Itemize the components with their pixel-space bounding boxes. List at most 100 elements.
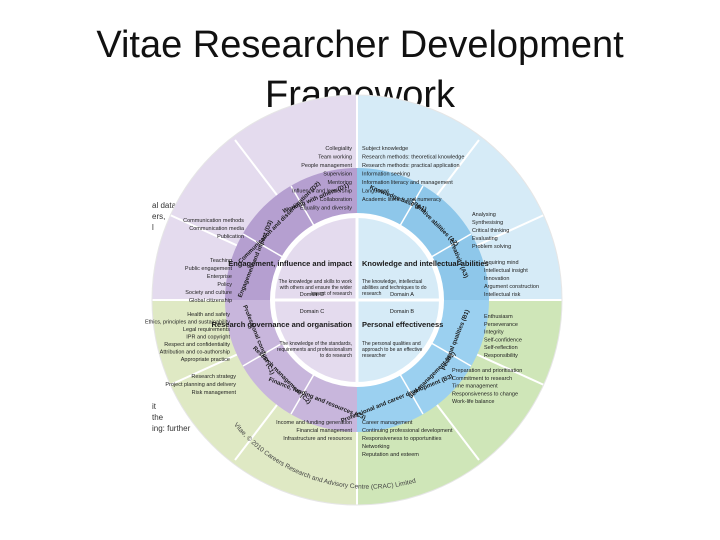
desc-line: with others and ensure the wider: [280, 285, 353, 291]
domain-a-title: Knowledge and intellectual abilities: [362, 259, 489, 268]
domain-d-desc-text: The knowledge and skills to work: [279, 279, 353, 285]
outer-attribute-item: Critical thinking: [472, 228, 509, 234]
outer-attribute-item: Supervision: [323, 172, 352, 178]
outer-attribute-item: Teaching: [210, 258, 232, 264]
outer-attribute-item: Information literacy and management: [362, 180, 453, 186]
outer-attribute-item: Enterprise: [207, 274, 232, 280]
outer-attribute-item: Enthusiasm: [484, 314, 513, 320]
outer-attribute-item: Health and safety: [187, 312, 230, 318]
core-quadrant-b: [357, 300, 439, 382]
outer-attribute-item: Research methods: practical application: [362, 163, 460, 169]
outer-attribute-item: Team working: [318, 155, 352, 161]
outer-attribute-item: Information seeking: [362, 172, 410, 178]
outer-attribute-item: Society and culture: [185, 290, 232, 296]
outer-attribute-item: Intellectual insight: [484, 268, 528, 274]
core-quadrant-c: [275, 300, 357, 382]
outer-attribute-item: Perseverance: [484, 322, 518, 328]
outer-attribute-item: Commitment to research: [452, 376, 512, 382]
outer-attribute-item: Risk management: [192, 390, 237, 396]
outer-attribute-item: Equality and diversity: [300, 206, 352, 212]
outer-attribute-item: Research strategy: [191, 374, 236, 380]
edge-fragment: the: [152, 413, 164, 422]
outer-attribute-item: Preparation and prioritisation: [452, 368, 522, 374]
desc-line: abilities and techniques to do: [362, 285, 427, 291]
core-quadrant-a: [357, 218, 439, 300]
edge-fragment: it: [152, 402, 156, 411]
outer-attribute-item: Responsibility: [484, 353, 518, 359]
desc-line: to do research: [320, 353, 352, 359]
desc-line: research: [362, 291, 382, 297]
outer-attribute-item: Self-confidence: [484, 337, 522, 343]
outer-attribute-item: IPR and copyright: [186, 335, 230, 341]
outer-attribute-item: Legal requirements: [183, 327, 230, 333]
outer-attribute-item: Synthesising: [472, 220, 503, 226]
edge-fragment: l: [152, 223, 154, 232]
outer-attribute-item: People management: [301, 163, 352, 169]
domain-a-label: Domain A: [390, 292, 414, 298]
domain-a-desc-text: The knowledge, intellectual: [362, 279, 422, 285]
outer-attribute-item: Inquiring mind: [484, 260, 519, 266]
outer-attribute-item: Analysing: [472, 212, 496, 218]
outer-attribute-item: Collaboration: [320, 197, 352, 203]
domain-b-label: Domain B: [390, 309, 414, 315]
outer-attribute-item: Income and funding generation: [276, 420, 352, 426]
outer-attribute-item: Appropriate practice: [181, 357, 230, 363]
desc-line: approach to be an effective: [362, 347, 422, 353]
domain-c-desc: The knowledge of the standards,requireme…: [277, 341, 352, 359]
outer-attribute-item: Work-life balance: [452, 399, 494, 405]
outer-attribute-item: Languages: [362, 189, 389, 195]
outer-attribute-item: Self-reflection: [484, 345, 518, 351]
outer-attribute-item: Infrastructure and resources: [283, 436, 352, 442]
outer-attribute-item: Global citizenship: [189, 298, 232, 304]
edge-fragment: ing: further: [152, 424, 191, 433]
outer-attribute-item: Career management: [362, 420, 413, 426]
outer-attribute-item: Innovation: [484, 276, 509, 282]
desc-line: requirements and professionalism: [277, 347, 352, 353]
edge-fragment: al data,: [152, 201, 179, 210]
outer-attribute-item: Problem solving: [472, 244, 511, 250]
outer-attribute-item: Continuing professional development: [362, 428, 453, 434]
edge-fragment: ers,: [152, 212, 166, 221]
outer-attribute-item: Ethics, principles and sustainability: [145, 320, 230, 326]
outer-attribute-item: Subject knowledge: [362, 146, 408, 152]
outer-attribute-item: Publication: [217, 234, 244, 240]
outer-attribute-item: Collegiality: [325, 146, 352, 152]
outer-attribute-item: Argument construction: [484, 284, 539, 290]
domain-b-desc-text: The personal qualities and: [362, 341, 421, 347]
desc-line: researcher: [362, 353, 386, 359]
domain-c-label: Domain C: [300, 309, 324, 315]
outer-attribute-item: Intellectual risk: [484, 292, 521, 298]
outer-attribute-item: Networking: [362, 444, 390, 450]
domain-d-title: Engagement, influence and impact: [228, 259, 352, 268]
slide-title-line-1: Vitae Researcher Development: [96, 24, 624, 66]
outer-attribute-item: Academic literacy and numeracy: [362, 197, 442, 203]
outer-attribute-item: Public engagement: [185, 266, 233, 272]
outer-attribute-item: Responsiveness to opportunities: [362, 436, 442, 442]
outer-attribute-item: Influence and leadership: [292, 189, 352, 195]
domain-b-title: Personal effectiveness: [362, 320, 443, 329]
outer-attribute-item: Communication methods: [183, 218, 244, 224]
outer-attribute-item: Reputation and esteem: [362, 452, 419, 458]
outer-attribute-item: Policy: [217, 282, 232, 288]
domain-c-title: Research governance and organisation: [212, 320, 353, 329]
outer-attribute-item: Responsiveness to change: [452, 391, 518, 397]
outer-attribute-item: Evaluating: [472, 236, 498, 242]
outer-attribute-item: Financial management: [296, 428, 352, 434]
domain-d-label: Domain D: [300, 292, 324, 298]
outer-attribute-item: Research methods: theoretical knowledge: [362, 155, 464, 161]
desc-line: impact of research: [311, 291, 352, 297]
outer-attribute-item: Communication media: [189, 226, 245, 232]
outer-attribute-item: Attribution and co-authorship: [160, 350, 230, 356]
outer-attribute-item: Time management: [452, 384, 498, 390]
outer-attribute-item: Project planning and delivery: [165, 382, 236, 388]
domain-c-desc-text: The knowledge of the standards,: [279, 341, 352, 347]
core-quadrant-d: [275, 218, 357, 300]
outer-attribute-item: Integrity: [484, 330, 504, 336]
outer-attribute-item: Mentoring: [328, 180, 352, 186]
outer-attribute-item: Respect and confidentiality: [164, 342, 230, 348]
